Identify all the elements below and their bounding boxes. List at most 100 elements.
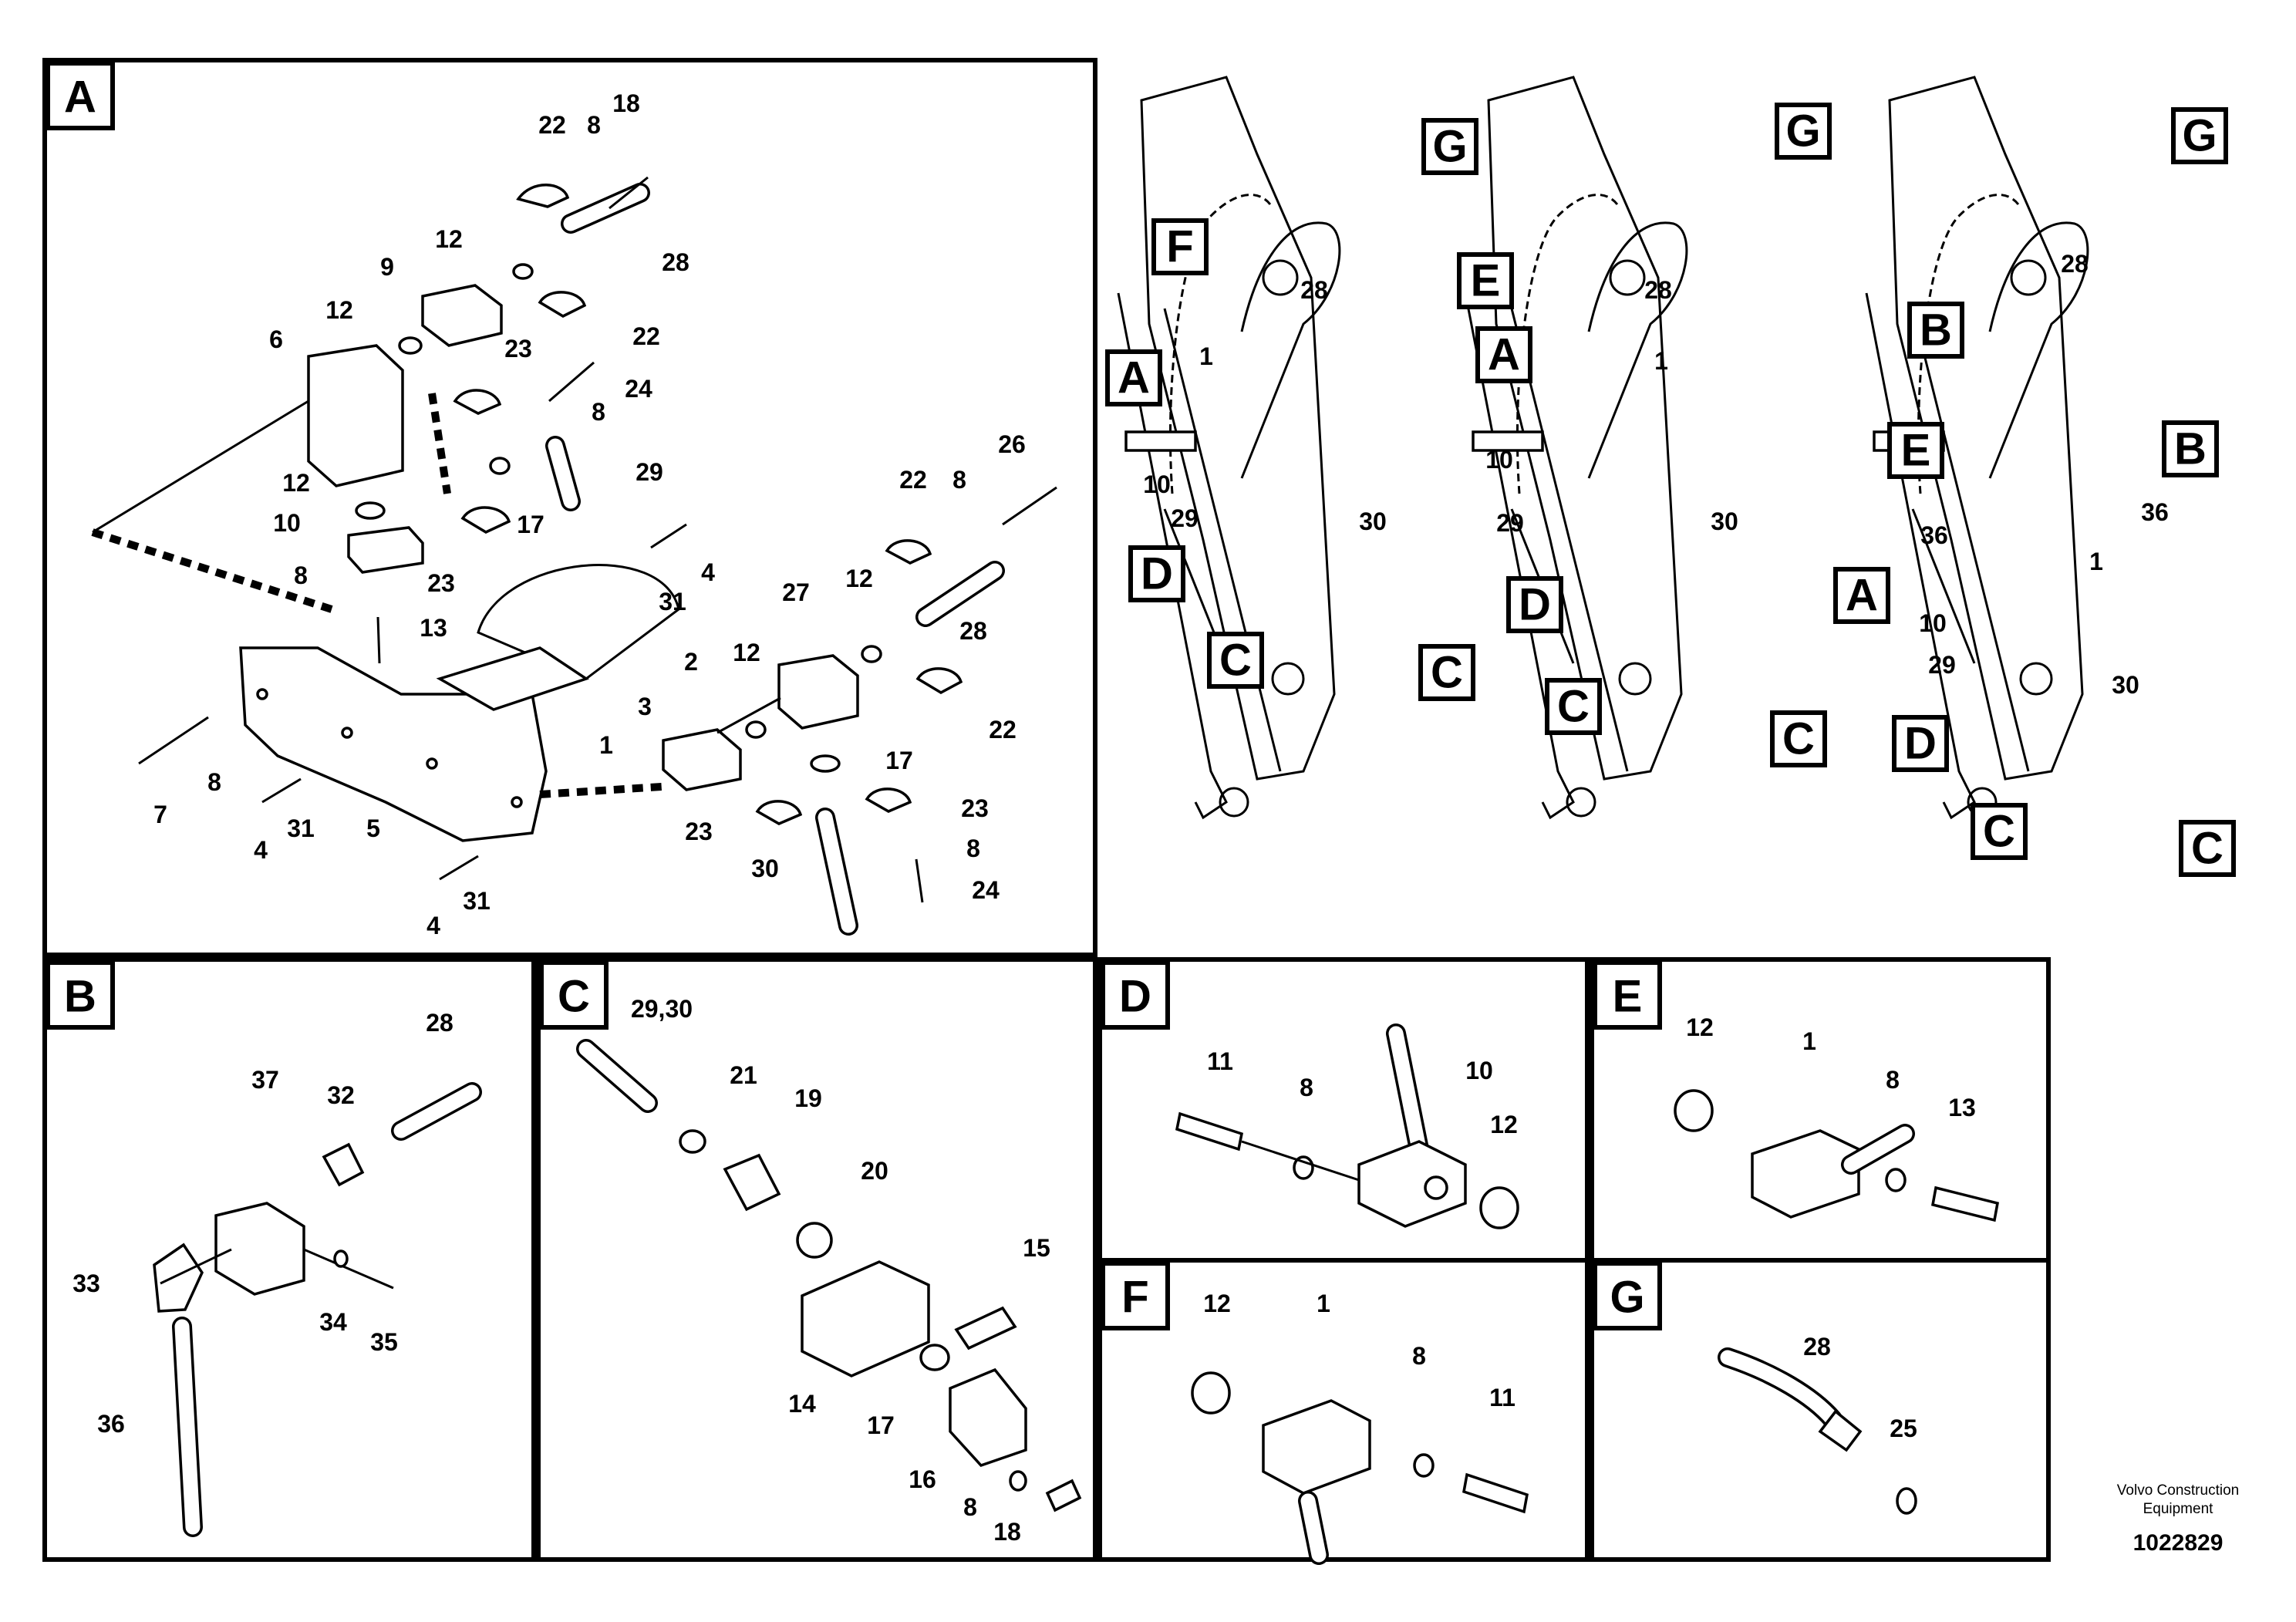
callout: 12 <box>733 639 760 666</box>
o-ring-12 <box>1674 1089 1714 1132</box>
o-ring-12 <box>355 501 386 520</box>
panel-f-callouts: 12 1 8 11 <box>1203 1290 1515 1411</box>
half-clamp-22 <box>538 291 587 318</box>
callout: 12 <box>282 469 310 497</box>
callout: 8 <box>952 466 966 494</box>
bolt-4 <box>261 777 302 804</box>
callout: 30 <box>2112 671 2139 699</box>
bolt-26 <box>1002 486 1057 526</box>
hose-route <box>1988 221 2089 479</box>
detail-ref-label: D <box>1141 549 1173 599</box>
panel-tab-a <box>46 61 115 130</box>
callout: 25 <box>1890 1415 1917 1442</box>
bolt-35 <box>303 1248 394 1290</box>
callout: 10 <box>273 509 301 537</box>
callout: 22 <box>989 716 1017 744</box>
callout: 22 <box>899 466 927 494</box>
hidden-line <box>91 528 333 613</box>
callout: 4 <box>701 558 715 586</box>
panel-tab-e <box>1593 960 1662 1030</box>
o-ring-17 <box>919 1344 950 1371</box>
arm-cylinder <box>1117 292 1228 820</box>
panel-tab-f <box>1101 1261 1170 1330</box>
detail-ref-label: A <box>1488 330 1520 380</box>
half-clamp-22 <box>516 184 570 208</box>
panel-g-callouts: 28 25 <box>1803 1333 1917 1442</box>
detail-ref-label: C <box>1431 648 1463 698</box>
detail-ref-label: C <box>2191 824 2224 874</box>
hidden-line <box>428 393 451 494</box>
callout: 31 <box>659 588 686 615</box>
callout: 21 <box>730 1061 757 1089</box>
callout: 17 <box>867 1411 895 1439</box>
bracket-hole <box>341 727 353 739</box>
company-line-1: Volvo Construction <box>2117 1482 2239 1499</box>
callout: 27 <box>782 578 810 606</box>
callout: 7 <box>153 801 167 828</box>
callout: 36 <box>1920 521 1948 549</box>
boom-pivot <box>2019 662 2053 696</box>
callout: 26 <box>998 430 1026 458</box>
detail-ref-box <box>1833 567 1890 624</box>
o-ring-12 <box>512 263 534 280</box>
callout: 28 <box>426 1009 453 1037</box>
callout: 29 <box>1928 651 1956 679</box>
panel-d-callouts: 11 8 10 12 <box>1207 1047 1518 1138</box>
drawing-id: 1022829 <box>2133 1530 2224 1556</box>
hose-bracket <box>1124 430 1197 452</box>
callout: 8 <box>1886 1066 1900 1094</box>
footer: Volvo Construction Equipment 1022829 <box>2117 1482 2239 1556</box>
callout: 31 <box>463 887 491 915</box>
callout: 9 <box>380 253 394 281</box>
detail-ref-label: E <box>1901 426 1931 476</box>
panel-letter-b: B <box>64 972 96 1022</box>
half-clamp-23 <box>460 506 511 534</box>
panel-tab-c <box>539 960 609 1030</box>
bolt-13 <box>376 616 381 664</box>
callout: 18 <box>993 1518 1021 1546</box>
elbow-part-33 <box>153 1243 204 1313</box>
clamp-part-3 <box>436 646 589 711</box>
callout: 8 <box>1412 1342 1426 1370</box>
callout: 17 <box>517 511 544 538</box>
flange-part-1 <box>1262 1399 1371 1495</box>
bolt-part-13 <box>1930 1185 2000 1222</box>
callout: 1 <box>1654 347 1668 375</box>
panel-e-drawing <box>1674 1089 2000 1222</box>
callout: 8 <box>207 768 221 796</box>
half-clamp-23 <box>453 389 502 415</box>
panel-letter-a: A <box>64 73 96 123</box>
callout: 10 <box>1485 446 1513 474</box>
callout: 1 <box>1802 1027 1816 1055</box>
block-part-37 <box>214 1202 305 1296</box>
hose-bracket <box>1472 430 1544 452</box>
detail-ref-label: G <box>1785 106 1820 157</box>
callout: 29 <box>1496 509 1524 537</box>
callout: 23 <box>685 818 713 845</box>
detail-ref-box <box>2162 420 2219 477</box>
callout: 10 <box>1919 609 1947 637</box>
hidden-line <box>539 783 663 798</box>
panel-c-frame <box>536 957 1097 1562</box>
panel-c-drawing <box>576 1039 1082 1512</box>
port <box>1424 1175 1448 1200</box>
detail-ref-label: F <box>1166 222 1193 272</box>
detail-ref-box <box>1892 715 1949 772</box>
callout: 30 <box>751 855 779 882</box>
washer-34 <box>333 1249 349 1268</box>
washer-8 <box>1885 1168 1907 1192</box>
detail-ref-label: G <box>2182 111 2217 161</box>
panel-e-callouts: 12 1 8 13 <box>1686 1013 1976 1121</box>
panel-g-drawing <box>1718 1347 1917 1515</box>
detail-ref-box <box>1907 302 1964 359</box>
detail-ref-label: D <box>1904 719 1937 769</box>
flange-part-16 <box>949 1367 1027 1468</box>
callout: 28 <box>1803 1333 1831 1361</box>
callout: 8 <box>592 398 605 426</box>
washer-8 <box>1413 1453 1435 1478</box>
callout: 23 <box>961 794 989 822</box>
o-ring-17 <box>810 754 841 773</box>
arm-cylinder <box>1865 292 1976 820</box>
bolt-4 <box>650 523 687 549</box>
bracket-hole <box>511 796 523 808</box>
